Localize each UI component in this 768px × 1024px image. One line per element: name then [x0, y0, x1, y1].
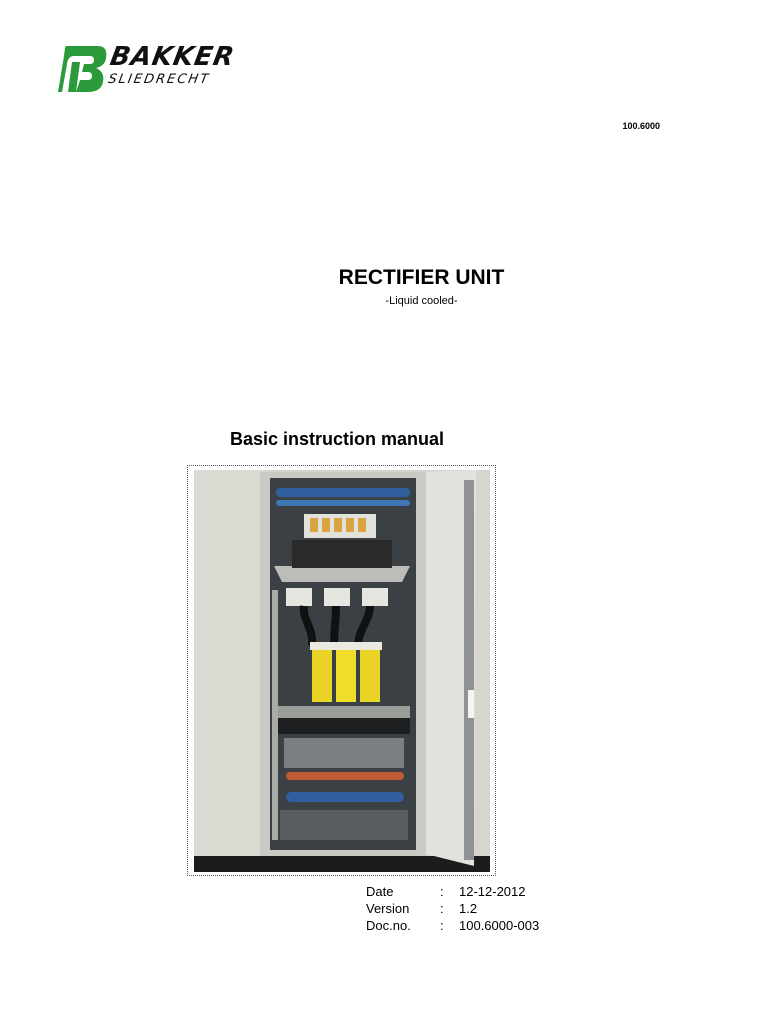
manual-title: Basic instruction manual — [230, 429, 445, 449]
meta-value: 12-12-2012 — [459, 884, 526, 899]
page-title: RECTIFIER UNIT — [338, 266, 505, 289]
logo-brand-text: BAKKER — [107, 42, 238, 72]
meta-row-date: Date : 12-12-2012 — [366, 883, 539, 900]
company-logo: BAKKER SLIEDRECHT — [58, 42, 237, 97]
meta-key: Doc.no. — [366, 918, 411, 933]
meta-separator: : — [440, 884, 444, 899]
meta-row-docno: Doc.no. : 100.6000-003 — [366, 917, 539, 934]
meta-key: Version — [366, 901, 410, 916]
meta-separator: : — [440, 901, 444, 916]
meta-value: 100.6000-003 — [459, 918, 540, 933]
meta-key: Date — [366, 884, 394, 899]
logo-city-text: SLIEDRECHT — [107, 72, 212, 87]
cabinet-photo-frame — [187, 465, 496, 876]
meta-row-version: Version : 1.2 — [366, 900, 539, 917]
meta-value: 1.2 — [459, 901, 478, 916]
page-subtitle: -Liquid cooled- — [385, 295, 458, 307]
bakker-logo-icon — [58, 46, 107, 92]
document-reference: 100.6000 — [622, 121, 660, 131]
document-meta: Date : 12-12-2012 Version : 1.2 Doc.no. … — [366, 883, 539, 934]
meta-separator: : — [440, 918, 444, 933]
rectifier-cabinet-photo — [194, 470, 490, 872]
